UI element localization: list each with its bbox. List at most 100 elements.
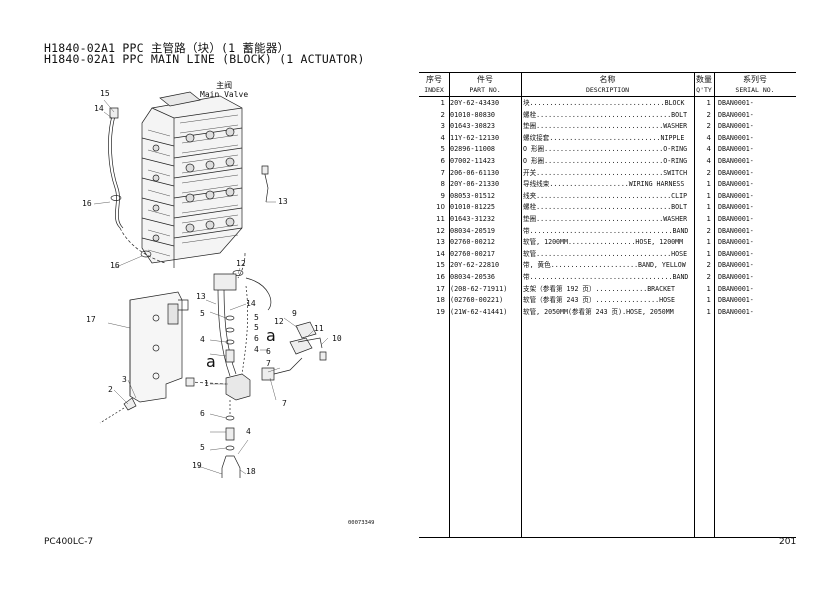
callout-19: 19 [192, 461, 202, 470]
diagram-drawing [93, 91, 329, 478]
cell-qty: 1 [706, 191, 711, 200]
header-part: 件号 PART NO. [449, 73, 521, 97]
header-desc-cn: 名称 [599, 75, 616, 84]
cell-part: (21W-62-41441) [450, 307, 508, 316]
cell-desc: 螺纹接套............................NIPPLE [523, 133, 685, 142]
cell-part: 11Y-62-12130 [450, 133, 500, 142]
callout-13: 13 [278, 197, 288, 206]
cell-index: 3 [440, 122, 445, 131]
cell-index: 5 [440, 145, 445, 154]
cell-desc: 软管, 2050MM(参看第 243 页).HOSE, 2050MM [523, 307, 674, 316]
cell-desc: 垫圈................................WASHER [523, 215, 688, 223]
cell-part: 01010-81225 [450, 203, 496, 212]
cell-serial: DBAN0001- [718, 273, 754, 281]
cell-desc: 带....................................BAN… [523, 226, 689, 235]
cell-index: 19 [436, 307, 445, 316]
header-part-cn: 件号 [477, 75, 493, 84]
cell-index: 16 [436, 273, 445, 281]
callout-5d: 5 [254, 313, 259, 322]
cell-desc: 垫圈................................WASHER [523, 122, 688, 131]
cell-qty: 1 [706, 180, 711, 189]
cell-qty: 2 [706, 122, 711, 131]
cell-serial: DBAN0001- [718, 215, 754, 223]
callout-17: 17 [86, 315, 96, 324]
cell-desc: 软管..................................HOSE [523, 249, 688, 258]
column-divider [521, 73, 522, 537]
cell-desc: 带, 黄色......................BAND, YELLOW [523, 261, 686, 270]
cell-index: 7 [440, 168, 445, 177]
table-row: 3 01643-30823 垫圈..........................… [419, 121, 796, 133]
cell-serial: DBAN0001- [718, 261, 754, 270]
cell-qty: 1 [706, 238, 711, 247]
cell-desc: O 形圈..............................O-RING [523, 157, 688, 165]
cell-serial: DBAN0001- [718, 203, 754, 212]
cell-qty: 4 [706, 145, 711, 154]
column-divider [714, 73, 715, 537]
main-valve-label-en: Main Valve [200, 89, 249, 99]
cell-desc: 开关................................SWITCH [523, 168, 688, 177]
callout-16: 16 [82, 199, 92, 208]
cell-serial: DBAN0001- [718, 168, 754, 177]
table-row: 18(02760-00221)软管（参看第 243 页）............… [419, 295, 796, 307]
header-description: 名称 DESCRIPTION [521, 73, 694, 97]
callout-10: 10 [332, 334, 342, 343]
callout-6c: 6 [266, 347, 271, 356]
cell-qty: 1 [706, 296, 711, 305]
cell-part: 02896-11008 [450, 145, 496, 154]
exploded-parts-diagram: 主阀 Main Valve 15 14 16 13 16 12 17 13 14… [70, 78, 380, 538]
cell-index: 2 [440, 110, 445, 119]
cell-index: 13 [436, 238, 445, 247]
cell-qty: 1 [706, 203, 711, 212]
callout-18: 18 [246, 467, 256, 476]
cell-desc: 螺栓..................................BOLT [523, 110, 688, 119]
callout-2: 2 [108, 385, 113, 394]
cell-part: (208-62-71911) [450, 284, 508, 293]
model-number: PC400LC-7 [44, 537, 94, 547]
cell-part: 20Y-06-21330 [450, 180, 500, 189]
callout-4b: 4 [246, 427, 251, 436]
header-serial: 系列号 SERIAL NO. [714, 73, 796, 97]
cell-index: 18 [436, 296, 445, 305]
cell-index: 11 [436, 215, 445, 223]
callout-5a: 5 [200, 309, 205, 318]
page-number: 201 [779, 537, 797, 547]
cell-qty: 1 [706, 215, 711, 223]
cell-part: 08034-20536 [450, 273, 496, 281]
cell-qty: 2 [706, 261, 711, 270]
cell-index: 14 [436, 249, 445, 258]
cell-index: 6 [440, 157, 445, 165]
cell-desc: 块..................................BLOCK [523, 99, 685, 107]
callout-14b: 14 [246, 299, 256, 308]
callout-14: 14 [94, 104, 104, 113]
callout-12b: 12 [274, 317, 284, 326]
parts-table: 序号 INDEX 件号 PART NO. 名称 DESCRIPTION 数量 Q… [419, 72, 796, 538]
cell-serial: DBAN0001- [718, 180, 754, 189]
header-qty-cn: 数量 [696, 75, 712, 84]
header-serial-en: SERIAL NO. [735, 86, 775, 94]
callout-6b: 6 [254, 334, 259, 343]
cell-part: (02760-00221) [450, 296, 504, 305]
cell-qty: 1 [706, 284, 711, 293]
header-part-en: PART NO. [469, 86, 501, 94]
main-valve-label: 主阀 Main Valve [200, 81, 249, 100]
callout-7b: 7 [282, 399, 287, 408]
cell-index: 17 [436, 284, 445, 293]
cell-serial: DBAN0001- [718, 157, 754, 165]
cell-index: 12 [436, 226, 445, 235]
table-row: 19 (21W-62-41441) 软管, 2050MM(参看第 243 页).HO… [419, 307, 796, 319]
cell-desc: 带....................................BAN… [523, 273, 689, 281]
cell-qty: 1 [706, 307, 711, 316]
drawing-number: 00073349 [348, 520, 375, 526]
cell-serial: DBAN0001- [718, 249, 754, 258]
cell-part: 01643-30823 [450, 122, 496, 131]
header-qty: 数量 Q'TY [694, 73, 714, 97]
cell-desc: 支架（参看第 192 页）.............BRACKET [523, 284, 675, 293]
page-title-chinese: H1840-02A1 PPC 主管路（块）(1 蓄能器） [44, 41, 290, 55]
cell-index: 9 [440, 191, 445, 200]
